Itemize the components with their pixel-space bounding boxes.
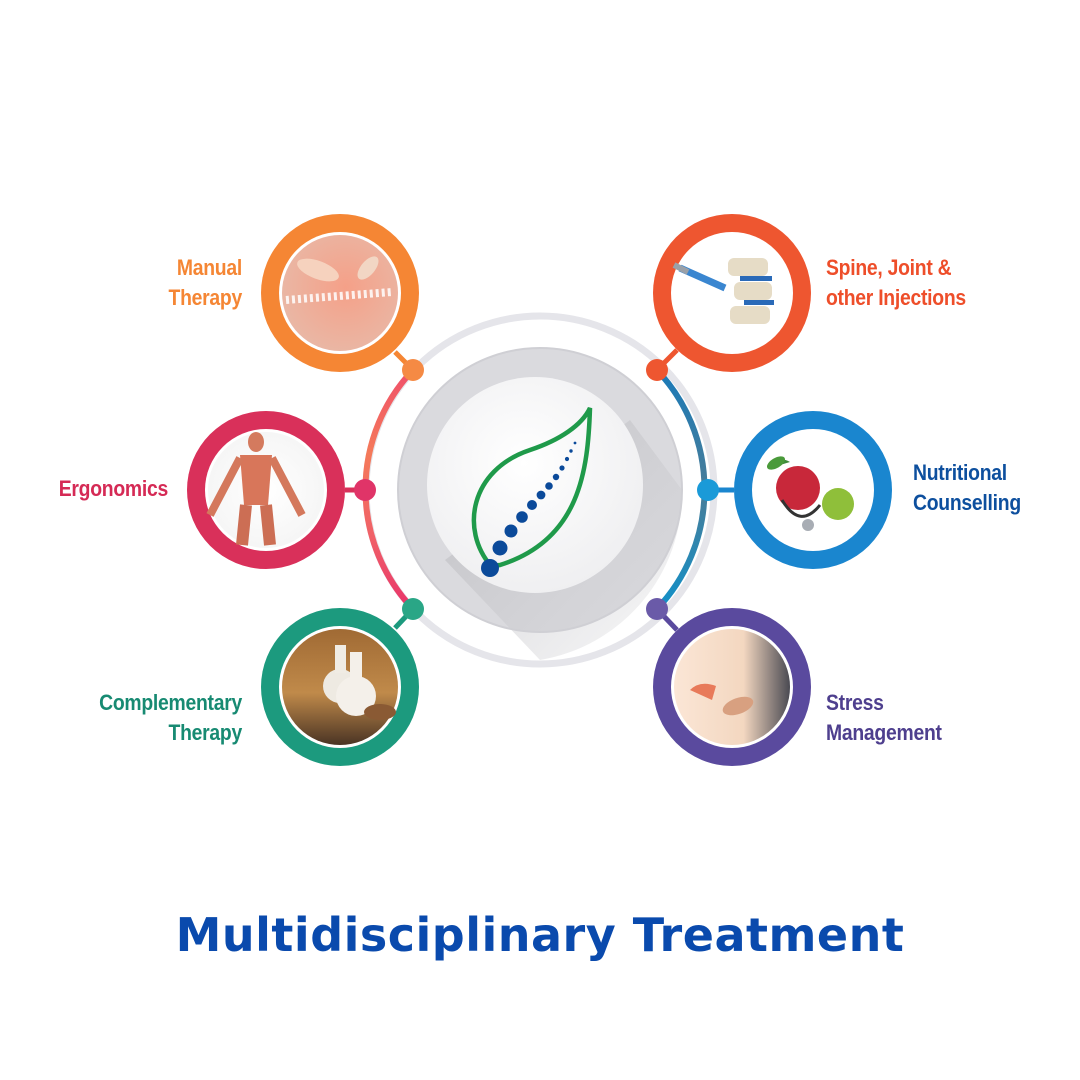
dot-complementary-therapy — [402, 598, 424, 620]
page-title: Multidisciplinary Treatment — [175, 908, 905, 962]
dot-spine-injections — [646, 359, 668, 381]
label-stress-management: Stress Management — [826, 690, 942, 745]
spine-syringe-photo — [674, 235, 790, 351]
node-ergonomics — [187, 411, 345, 569]
label-complementary-therapy: Complementary Therapy — [99, 690, 242, 745]
dot-manual-therapy — [402, 359, 424, 381]
node-spine-injections — [653, 214, 811, 372]
label-ergonomics: Ergonomics — [58, 476, 169, 501]
connector-dots — [354, 359, 719, 620]
leaf-spine-logo-icon — [471, 406, 593, 577]
center-hub — [397, 347, 683, 660]
node-manual-therapy — [261, 214, 419, 372]
node-nutritional-counselling — [734, 411, 892, 569]
dot-nutritional-counselling — [697, 479, 719, 501]
dot-stress-management — [646, 598, 668, 620]
dot-ergonomics — [354, 479, 376, 501]
label-spine-injections: Spine, Joint & other Injections — [826, 255, 966, 310]
clasped-hands-photo — [674, 629, 790, 745]
node-complementary-therapy — [261, 608, 419, 766]
label-nutritional-counselling: Nutritional Counselling — [913, 460, 1021, 515]
label-manual-therapy: Manual Therapy — [168, 255, 243, 310]
node-stress-management — [653, 608, 811, 766]
